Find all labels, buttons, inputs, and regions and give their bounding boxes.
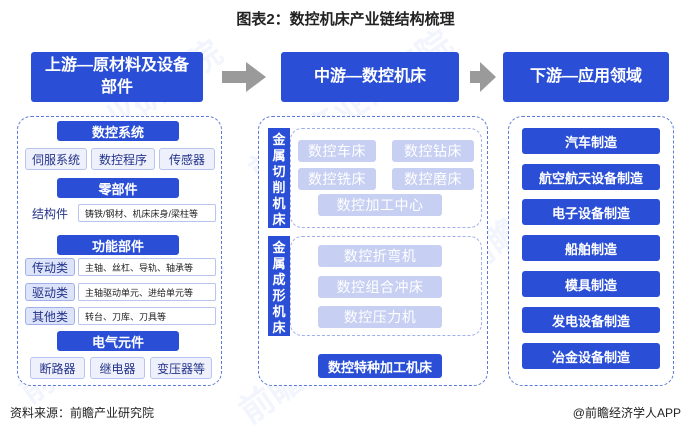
electronics-box: 电子设备制造 <box>522 199 660 225</box>
mold-box: 模具制造 <box>522 271 660 297</box>
diagram-title: 图表2：数控机床产业链结构梳理 <box>236 11 455 28</box>
right-arrow-icon <box>470 62 496 92</box>
upstream-header: 上游—原材料及设备 部件 <box>31 52 203 102</box>
upstream-header-line2: 部件 <box>100 79 133 96</box>
credit-note: @前瞻经济学人APP <box>572 406 681 420</box>
midstream-header: 中游—数控机床 <box>281 52 459 102</box>
aerospace-box: 航空航天设备制造 <box>522 164 660 190</box>
components-label: 零部件 <box>57 178 179 198</box>
sensor-box: 传感器 <box>159 148 215 170</box>
cnc-machining-center-box: 数控加工中心 <box>318 194 442 216</box>
other-label: 其他类 <box>25 307 75 325</box>
special-machining-box: 数控特种加工机床 <box>318 354 442 378</box>
forming-subpanel <box>290 236 482 336</box>
cnc-grinding-box: 数控磨床 <box>392 168 474 190</box>
transformer-box: 变压器等 <box>150 357 212 379</box>
cutting-subpanel <box>290 128 482 228</box>
transmission-label: 传动类 <box>25 258 75 276</box>
drive-label: 驱动类 <box>25 283 75 301</box>
cnc-drilling-box: 数控钻床 <box>392 140 474 162</box>
circuit-breaker-box: 断路器 <box>30 357 85 379</box>
power-equipment-box: 发电设备制造 <box>522 307 660 333</box>
functional-parts-label: 功能部件 <box>57 235 179 255</box>
transmission-detail: 主轴、丝杠、导轨、轴承等 <box>78 258 216 276</box>
cnc-lathe-box: 数控车床 <box>298 140 376 162</box>
drive-detail: 主轴驱动单元、进给单元等 <box>78 283 216 301</box>
cnc-turret-punch-box: 数控组合冲床 <box>318 276 442 298</box>
relay-box: 继电器 <box>90 357 145 379</box>
source-note: 资料来源：前瞻产业研究院 <box>10 406 155 420</box>
cnc-bending-box: 数控折弯机 <box>318 245 442 267</box>
metal-forming-label: 金 属 成 形 机 床 <box>268 236 290 336</box>
right-arrow-icon <box>222 62 266 92</box>
automotive-box: 汽车制造 <box>522 128 660 154</box>
structural-parts-detail: 铸铁/钢材、机床床身/梁柱等 <box>78 204 216 222</box>
cnc-press-box: 数控压力机 <box>318 306 442 328</box>
other-detail: 转台、刀库、刀具等 <box>78 307 216 325</box>
shipbuilding-box: 船舶制造 <box>522 235 660 261</box>
servo-system-box: 伺服系统 <box>25 148 87 170</box>
cnc-program-box: 数控程序 <box>91 148 155 170</box>
electrical-components-label: 电气元件 <box>57 331 179 351</box>
upstream-header-line1: 上游—原材料及设备 <box>44 57 189 74</box>
downstream-header: 下游—应用领域 <box>503 52 669 102</box>
cnc-system-label: 数控系统 <box>57 121 179 141</box>
structural-parts-label: 结构件 <box>31 206 68 221</box>
cnc-milling-box: 数控铣床 <box>298 168 376 190</box>
metal-cutting-label: 金 属 切 削 机 床 <box>268 128 290 228</box>
metallurgy-box: 冶金设备制造 <box>522 343 660 369</box>
